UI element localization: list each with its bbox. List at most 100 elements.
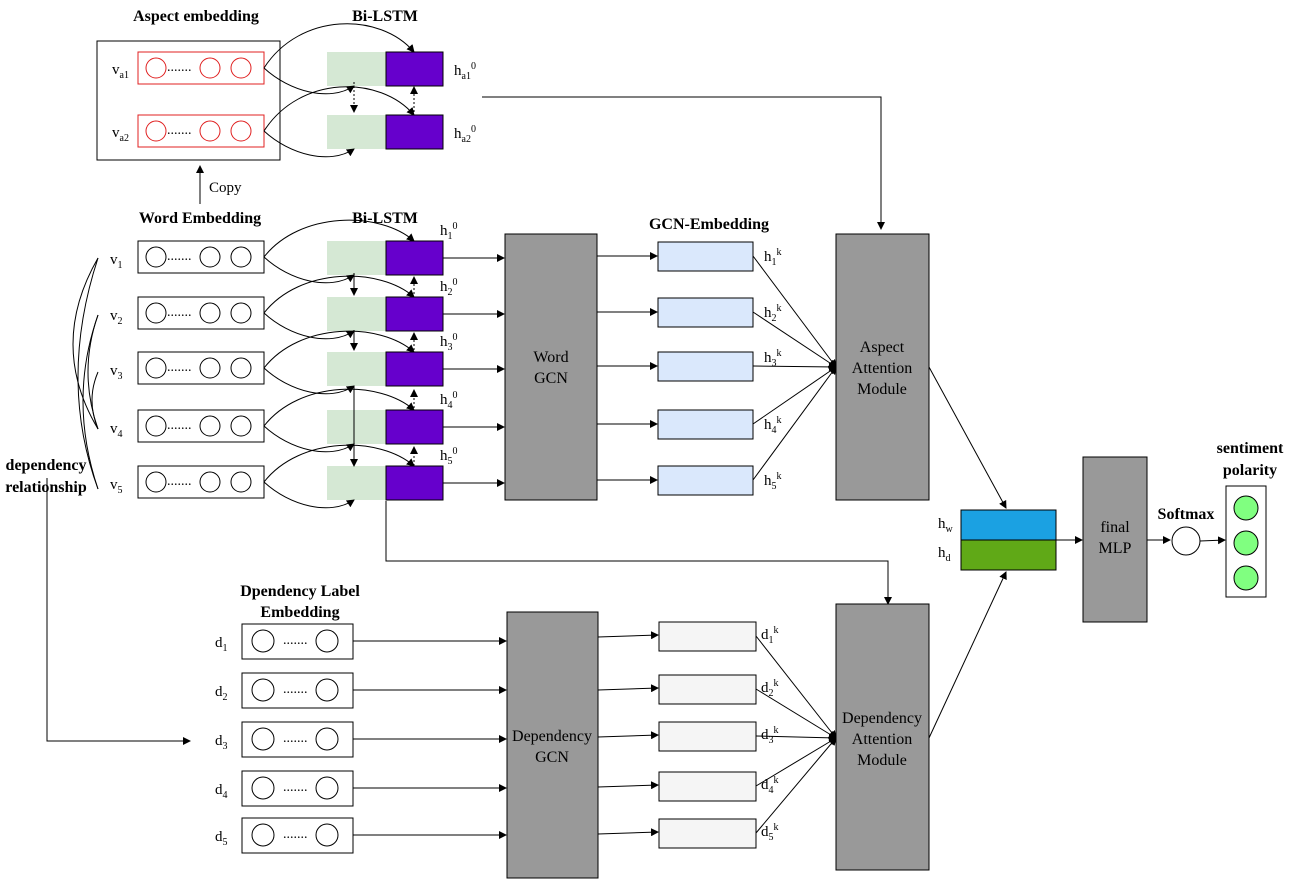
embedding-unit [230,57,252,79]
dependency-gcn-hidden-label: d1k [761,625,779,646]
dependency-label-name: d4 [215,782,228,801]
word-lstm-backward-cell [385,465,444,501]
dependency-gcn-embedding-vector [658,721,757,752]
word-lstm-backward-cell [385,409,444,445]
polarity-output-3 [1233,565,1259,591]
dependency-label-embedding-title-line1: Dpendency Label [240,583,360,600]
word-gcn-label-line1: Word [533,349,568,366]
dependency-label-name: d3 [215,733,228,752]
hw-label: hw [938,516,954,535]
hd-vector [960,539,1057,571]
embedding-unit [199,415,221,437]
copy-label: Copy [209,180,242,196]
embedding-unit [315,727,339,751]
final-mlp-label-line1: final [1100,519,1130,536]
aspect-attention-label-line2: Attention [852,360,912,377]
ellipsis: ....... [167,474,192,489]
dependency-arc [82,314,99,490]
gcn-embedding-vector [657,409,754,440]
gcn-hidden-label: h4k [764,415,782,436]
aspect-row-label: va1 [112,62,129,81]
aspect-rows: va1....... ha10 va2.......ha20 [112,23,476,158]
embedding-unit [145,471,167,493]
gcn-hidden-label: h1k [764,247,782,268]
word-lstm-forward-cell [327,466,386,500]
embedding-unit [199,357,221,379]
embedding-to-forward-arrow [263,256,355,284]
embedding-to-backward-arrow [263,23,415,69]
embedding-to-backward-arrow [263,219,415,258]
embedding-to-aspect-attention-arrow [752,362,837,371]
aspect-row: va2.......ha20 [112,86,476,158]
ellipsis: ....... [167,305,192,320]
embedding-to-aspect-attention-arrow [752,311,837,368]
dependency-to-label-arrow [46,478,191,745]
embedding-unit [199,57,221,79]
word-embedding-box [137,465,265,499]
embedding-to-forward-arrow [263,67,355,95]
embedding-unit [251,823,275,847]
softmax-node [1171,526,1201,556]
aspect-attention-module-box [835,233,930,501]
dependency-relationship-title-line2: relationship [5,479,87,496]
dependency-attention-to-hd-arrow [928,571,1007,739]
aspect-hidden-label: ha10 [454,61,476,82]
word-lstm-forward-cell [327,241,386,275]
embedding-to-forward-arrow [263,367,355,395]
dependency-gcn-label-line2: GCN [535,749,569,766]
gcn-embedding-title: GCN-Embedding [649,216,769,233]
lstm-hidden-label: h50 [440,446,458,467]
embedding-to-dependency-attention-arrow [755,733,837,742]
dependency-label-row: d2.......d2k [215,672,837,739]
dependency-label-row: d4.......d4k [215,737,837,807]
aspect-embedding-box [137,114,265,148]
embedding-unit [315,823,339,847]
lstm-hidden-label: h30 [440,332,458,353]
ellipsis: ....... [167,360,192,375]
ellipsis: ....... [167,60,192,75]
word-row-label: v1 [110,252,123,271]
aspect-embedding-container [96,40,281,161]
dependency-label-name: d2 [215,684,228,703]
word-row: v2....... h20 h2k [110,275,837,368]
hw-vector [960,509,1057,541]
embedding-to-forward-arrow [263,481,355,509]
word-row-label: v2 [110,308,123,327]
gcn-hidden-label: h2k [764,303,782,324]
dependency-label-name: d1 [215,635,228,654]
dependency-label-name: d5 [215,829,228,848]
embedding-unit [251,629,275,653]
embedding-to-backward-arrow [263,388,415,427]
embedding-unit [199,246,221,268]
dependency-label-embedding-title-line2: Embedding [260,604,339,621]
embedding-unit [145,357,167,379]
dependency-arc [91,371,99,430]
dependency-gcn-label-line1: Dependency [512,728,592,745]
dependency-gcn-embedding-vector [658,674,757,705]
embedding-to-aspect-attention-arrow [752,255,837,368]
gcn-embedding-vector [657,297,754,328]
embedding-unit [315,678,339,702]
hd-label: hd [938,545,951,564]
gcn-embedding-vector [657,351,754,382]
embedding-unit [315,629,339,653]
embedding-to-dependency-attention-arrow [755,737,837,787]
dependency-label-row: d5.......d5k [215,737,837,854]
ellipsis: ....... [167,418,192,433]
aspect-row: va1....... ha10 [112,23,476,95]
dependency-gcn-to-embedding-arrow [597,631,659,640]
gcn-embedding-vector [657,465,754,496]
ellipsis: ....... [283,682,308,697]
dependency-arc [77,257,99,490]
word-lstm-forward-cell [327,352,386,386]
dependency-gcn-embedding-vector [658,771,757,802]
dependency-label-row: d3.......d3k [215,721,837,758]
embedding-to-dependency-attention-arrow [755,688,837,739]
word-gcn-label-line2: GCN [534,370,568,387]
dependency-gcn-hidden-label: d3k [761,725,779,746]
lstm-to-dependency-attention-arrow [385,501,892,605]
embedding-to-backward-arrow [263,275,415,314]
lstm-hidden-label: h20 [440,277,458,298]
